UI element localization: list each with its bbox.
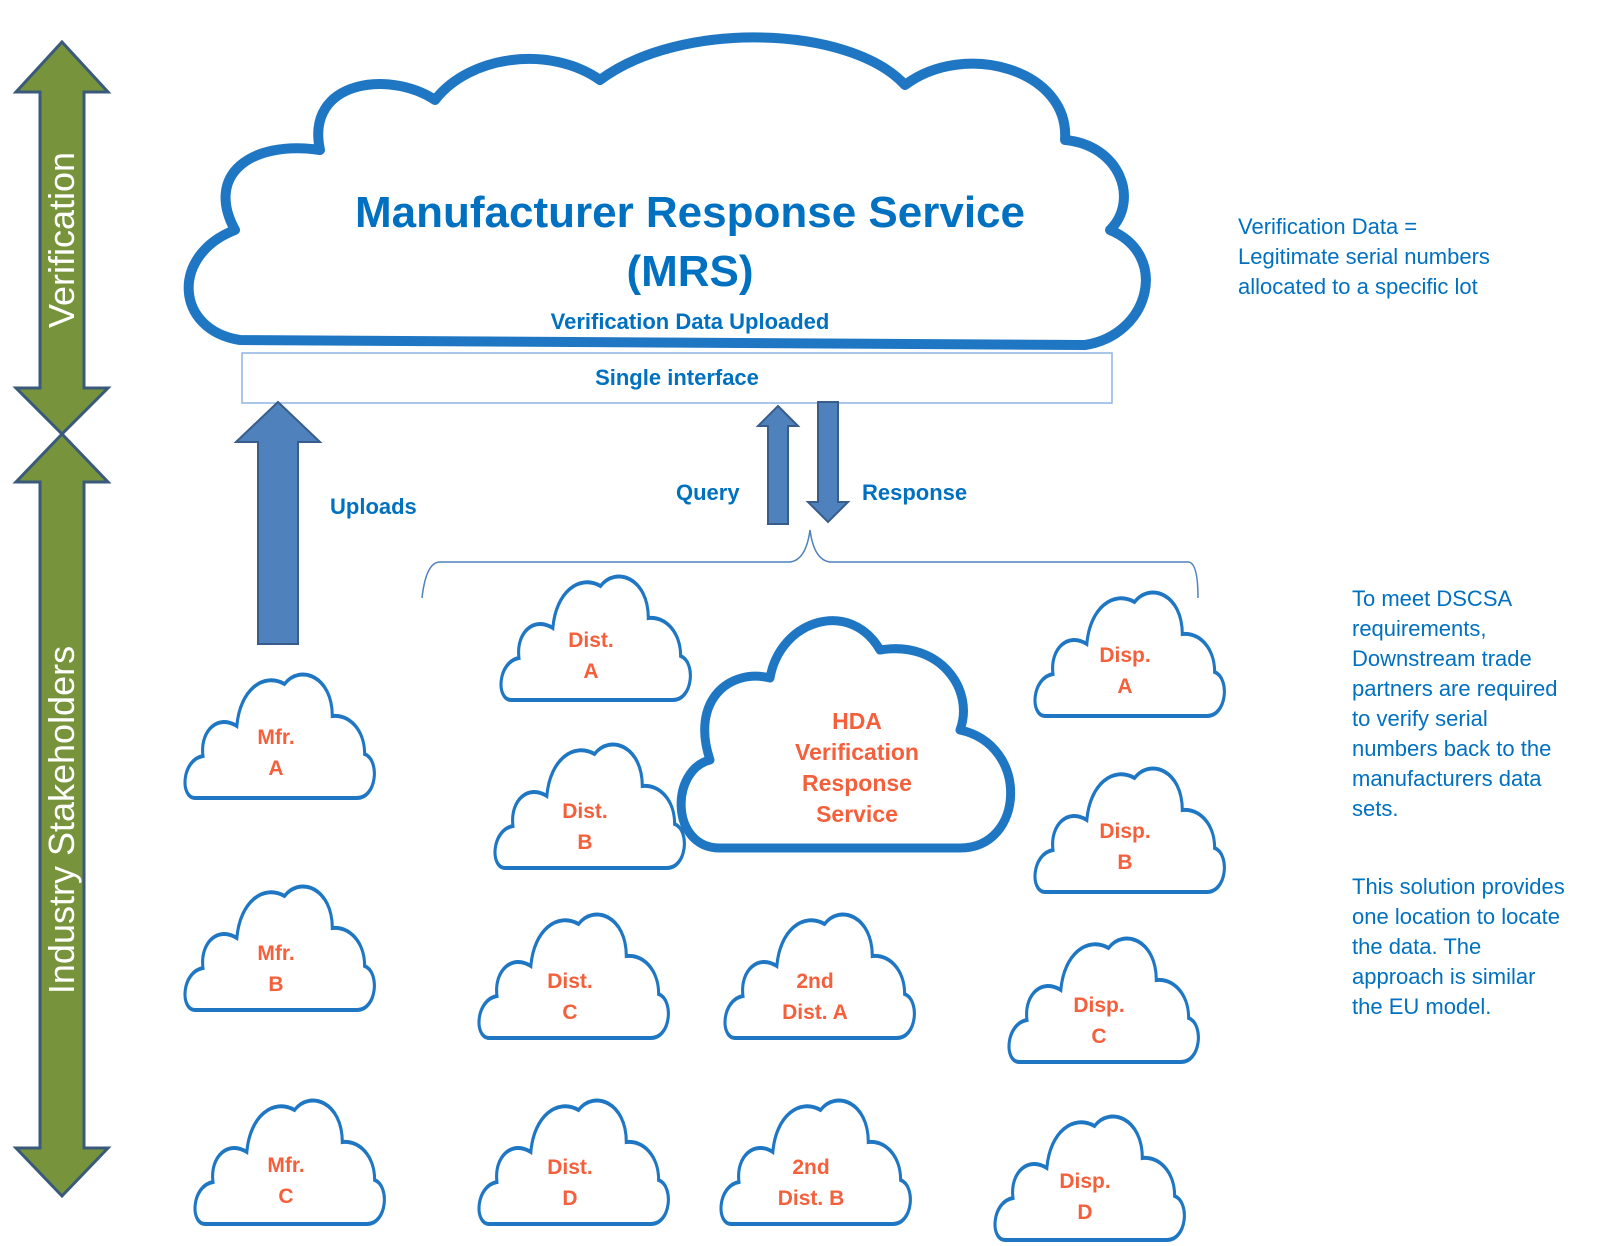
- cloud-label-line: Dist.: [562, 800, 608, 823]
- hda-cloud-label: HDA Verification Response Service: [757, 706, 957, 830]
- note-line: the data. The: [1352, 934, 1482, 959]
- cloud-label-line: Mfr.: [267, 1154, 305, 1177]
- cloud-label-line: A: [583, 660, 599, 683]
- note-line: manufacturers data: [1352, 766, 1542, 791]
- mrs-title-line2: (MRS): [626, 247, 754, 296]
- verification-data-note: Verification Data = Legitimate serial nu…: [1238, 212, 1490, 302]
- single-interface-label: Single interface: [595, 365, 759, 390]
- cloud-label-line: A: [268, 757, 284, 780]
- note-line: one location to locate: [1352, 904, 1560, 929]
- cloud-label-line: 2nd: [796, 970, 834, 993]
- cloud-label-line: Disp.: [1099, 820, 1151, 843]
- disp-c-label: Disp. C: [1019, 990, 1179, 1052]
- note-line: Verification Data =: [1238, 214, 1418, 239]
- mrs-subtitle: Verification Data Uploaded: [550, 309, 830, 334]
- cloud-label-line: HDA: [832, 708, 882, 734]
- mfr-b-label: Mfr. B: [196, 938, 356, 1000]
- cloud-label-line: C: [562, 1001, 578, 1024]
- uploads-arrow: [233, 400, 323, 645]
- mfr-c-label: Mfr. C: [206, 1150, 366, 1212]
- cloud-label-line: C: [278, 1185, 294, 1208]
- note-line: To meet DSCSA: [1352, 586, 1513, 611]
- cloud-label-line: B: [577, 831, 593, 854]
- note-line: partners are required: [1352, 676, 1558, 701]
- cloud-label-line: Mfr.: [257, 726, 295, 749]
- cloud-label-line: Disp.: [1059, 1170, 1111, 1193]
- cloud-label-line: D: [562, 1187, 578, 1210]
- note-line: Legitimate serial numbers: [1238, 244, 1490, 269]
- dist-a-label: Dist. A: [511, 625, 671, 687]
- mfr-a-label: Mfr. A: [196, 722, 356, 784]
- industry-stakeholders-label: Industry Stakeholders: [41, 645, 82, 995]
- cloud-label-line: Dist. A: [782, 1001, 848, 1024]
- downstream-brace: [421, 529, 1199, 599]
- cloud-label-line: B: [1117, 851, 1133, 874]
- cloud-label-line: D: [1077, 1201, 1093, 1224]
- response-label: Response: [862, 480, 968, 505]
- hda-cloud: [676, 616, 1016, 853]
- note-line: requirements,: [1352, 616, 1487, 641]
- cloud-label-line: Verification: [795, 739, 919, 765]
- dist-d-label: Dist. D: [490, 1152, 650, 1214]
- cloud-label-line: Response: [802, 770, 912, 796]
- note-line: sets.: [1352, 796, 1399, 821]
- cloud-label-line: Dist.: [547, 970, 593, 993]
- cloud-label-line: Dist. B: [777, 1187, 845, 1210]
- note-line: to verify serial: [1352, 706, 1488, 731]
- response-arrow: [805, 401, 851, 524]
- cloud-label-line: C: [1091, 1025, 1107, 1048]
- dscsa-requirement-note: To meet DSCSA requirements, Downstream t…: [1352, 584, 1557, 824]
- note-line: numbers back to the: [1352, 736, 1552, 761]
- cloud-label-line: Disp.: [1073, 994, 1125, 1017]
- cloud-label-line: 2nd: [792, 1156, 830, 1179]
- mrs-cloud: [183, 32, 1151, 350]
- note-line: This solution provides: [1352, 874, 1565, 899]
- uploads-label: Uploads: [330, 494, 417, 519]
- query-arrow: [755, 404, 801, 525]
- solution-note: This solution provides one location to l…: [1352, 872, 1565, 1022]
- verification-label: Verification: [41, 151, 82, 329]
- dist-b-label: Dist. B: [505, 796, 665, 858]
- dist-c-label: Dist. C: [490, 966, 650, 1028]
- stakeholders-double-arrow: [12, 431, 112, 1199]
- disp-d-label: Disp. D: [1005, 1166, 1165, 1228]
- disp-a-label: Disp. A: [1045, 640, 1205, 702]
- note-line: the EU model.: [1352, 994, 1492, 1019]
- query-label: Query: [676, 480, 740, 505]
- note-line: allocated to a specific lot: [1238, 274, 1478, 299]
- cloud-label-line: B: [268, 973, 284, 996]
- single-interface-box: [241, 352, 1113, 404]
- cloud-label-line: Service: [816, 801, 898, 827]
- cloud-label-line: Dist.: [568, 629, 614, 652]
- note-line: approach is similar: [1352, 964, 1536, 989]
- cloud-label-line: A: [1117, 675, 1133, 698]
- disp-b-label: Disp. B: [1045, 816, 1205, 878]
- cloud-label-line: Disp.: [1099, 644, 1151, 667]
- cloud-label-line: Mfr.: [257, 942, 295, 965]
- cloud-label-line: Dist.: [547, 1156, 593, 1179]
- mrs-title-line1: Manufacturer Response Service: [354, 188, 1026, 237]
- note-line: Downstream trade: [1352, 646, 1532, 671]
